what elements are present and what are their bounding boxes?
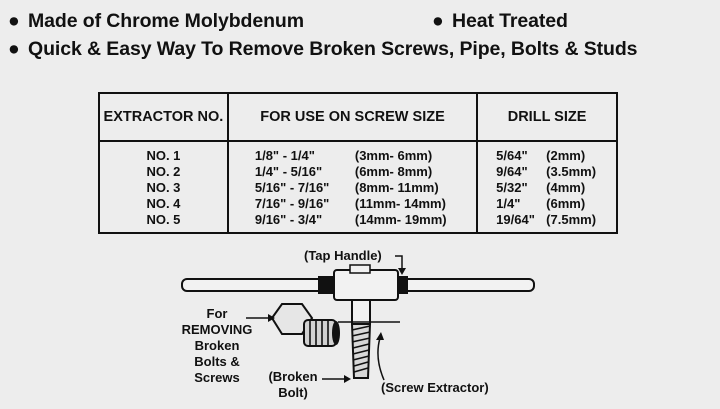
table-row: 7/16" - 9/16" (11mm- 14mm) <box>233 196 472 212</box>
drill-size-mm: (4mm) <box>546 180 586 195</box>
for-removing-label: For REMOVING Broken Bolts & Screws <box>172 306 262 386</box>
drill-size-inch: 5/64" <box>496 148 528 163</box>
table-row: 9/64" (3.5mm) <box>482 164 612 180</box>
bullet-icon: ● <box>432 10 444 32</box>
screw-size-inch: 1/4" - 5/16" <box>254 164 323 179</box>
drill-size-inch: 19/64" <box>496 212 535 227</box>
table-row: 1/4" (6mm) <box>482 196 612 212</box>
table-header-row: EXTRACTOR NO. FOR USE ON SCREW SIZE DRIL… <box>98 92 618 142</box>
screw-size-mm: (3mm- 6mm) <box>354 148 433 163</box>
bullet-icon: ● <box>8 10 20 32</box>
screw-extractor-icon <box>350 299 372 379</box>
screw-size-mm: (6mm- 8mm) <box>354 164 433 179</box>
label-line: Screws <box>194 370 240 385</box>
label-line: For <box>206 306 228 321</box>
feature-text: Made of Chrome Molybdenum <box>28 10 304 32</box>
screw-size-inch: 9/16" - 3/4" <box>254 212 323 227</box>
arrowhead-icons <box>268 268 406 383</box>
header-extractor-no: EXTRACTOR NO. <box>98 92 229 142</box>
broken-bolt-icon <box>270 303 340 347</box>
feature-text: Heat Treated <box>452 10 568 32</box>
drill-size-inch: 5/32" <box>496 180 528 195</box>
table-row: NO. 4 <box>146 196 181 211</box>
tap-handle-icon <box>181 264 535 301</box>
extractor-size-table: EXTRACTOR NO. FOR USE ON SCREW SIZE DRIL… <box>98 92 618 234</box>
drill-size-mm: (6mm) <box>546 196 586 211</box>
table-row: NO. 3 <box>146 180 181 195</box>
extractor-no-column: NO. 1 NO. 2 NO. 3 NO. 4 NO. 5 <box>98 141 229 233</box>
feature-chrome-molybdenum: ● Made of Chrome Molybdenum <box>8 10 304 33</box>
table-row: NO. 5 <box>146 212 181 227</box>
bullet-icon: ● <box>8 38 20 60</box>
screw-extractor-label: (Screw Extractor) <box>381 380 489 395</box>
broken-bolt-label: (Broken Bolt) <box>262 369 324 401</box>
drill-size-mm: (7.5mm) <box>546 212 597 227</box>
screw-size-inch: 7/16" - 9/16" <box>254 196 330 211</box>
screw-size-mm: (14mm- 19mm) <box>354 212 447 227</box>
table-row: 1/8" - 1/4" (3mm- 6mm) <box>233 148 472 164</box>
feature-heat-treated: ● Heat Treated <box>432 10 568 33</box>
leader-arrows <box>246 255 403 381</box>
label-line: REMOVING <box>181 322 253 337</box>
label-line: (Broken <box>268 369 318 384</box>
table-row: 1/4" - 5/16" (6mm- 8mm) <box>233 164 472 180</box>
screw-size-inch: 1/8" - 1/4" <box>254 148 315 163</box>
table-row: 9/16" - 3/4" (14mm- 19mm) <box>233 212 472 228</box>
drill-size-mm: (2mm) <box>546 148 586 163</box>
table-row: 5/32" (4mm) <box>482 180 612 196</box>
header-drill-size: DRILL SIZE <box>476 92 618 142</box>
screw-size-mm: (11mm- 14mm) <box>354 196 446 211</box>
screw-size-inch: 5/16" - 7/16" <box>254 180 330 195</box>
table-body: NO. 1 NO. 2 NO. 3 NO. 4 NO. 5 1/8" - 1/4… <box>98 141 618 233</box>
label-line: Bolt) <box>278 385 308 400</box>
drill-size-mm: (3.5mm) <box>546 164 597 179</box>
tap-handle-label: (Tap Handle) <box>304 248 382 263</box>
screw-size-column: 1/8" - 1/4" (3mm- 6mm) 1/4" - 5/16" (6mm- … <box>226 141 479 233</box>
feature-text: Quick & Easy Way To Remove Broken Screws… <box>28 38 638 60</box>
drill-size-inch: 1/4" <box>496 196 521 211</box>
screw-size-mm: (8mm- 11mm) <box>354 180 439 195</box>
drill-size-column: 5/64" (2mm) 9/64" (3.5mm) 5/32" (4mm) 1/4" (… <box>476 141 618 233</box>
table-row: NO. 1 <box>146 148 181 163</box>
table-row: 19/64" (7.5mm) <box>482 212 612 228</box>
table-row: 5/64" (2mm) <box>482 148 612 164</box>
table-row: NO. 2 <box>146 164 181 179</box>
label-line: Broken <box>194 338 240 353</box>
header-screw-size: FOR USE ON SCREW SIZE <box>226 92 479 142</box>
label-line: Bolts & <box>194 354 240 369</box>
drill-size-inch: 9/64" <box>496 164 528 179</box>
table-row: 5/16" - 7/16" (8mm- 11mm) <box>233 180 472 196</box>
feature-quick-easy: ● Quick & Easy Way To Remove Broken Screw… <box>8 38 638 61</box>
